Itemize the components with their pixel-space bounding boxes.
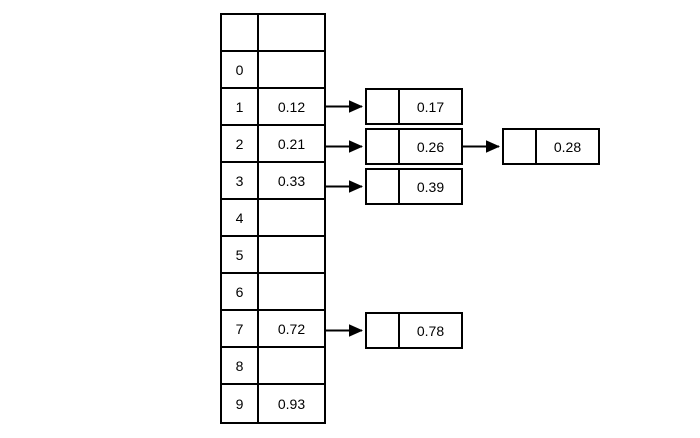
header-value-cell <box>259 15 324 50</box>
bucket-index-5: 5 <box>222 237 259 272</box>
chain-node-017[interactable]: 0.17 <box>365 88 463 125</box>
bucket-row-5[interactable]: 5 <box>222 237 324 274</box>
bucket-row-2[interactable]: 2 0.21 <box>222 126 324 163</box>
bucket-value-1: 0.12 <box>277 98 306 115</box>
bucket-value-6 <box>259 274 324 309</box>
chain-node-039[interactable]: 0.39 <box>365 168 463 205</box>
node-value-cell-039: 0.39 <box>416 178 445 195</box>
chain-node-026[interactable]: 0.26 <box>365 128 463 165</box>
table-header-row <box>222 15 324 52</box>
bucket-value-2: 0.21 <box>277 135 306 152</box>
bucket-index-8: 8 <box>222 348 259 383</box>
bucket-index-3: 3 <box>222 163 259 198</box>
node-pointer-cell-026 <box>367 130 400 163</box>
node-pointer-cell-039 <box>367 170 400 203</box>
bucket-row-0[interactable]: 0 <box>222 52 324 89</box>
bucket-index-4: 4 <box>222 200 259 235</box>
bucket-value-3: 0.33 <box>277 172 306 189</box>
node-pointer-cell-028 <box>504 130 537 163</box>
hash-table: 0 1 0.12 2 0.21 3 0.33 4 5 6 7 <box>220 13 326 424</box>
bucket-index-9: 9 <box>222 385 259 422</box>
chain-node-028[interactable]: 0.28 <box>502 128 600 165</box>
bucket-value-4 <box>259 200 324 235</box>
header-index-cell <box>222 15 259 50</box>
bucket-row-3[interactable]: 3 0.33 <box>222 163 324 200</box>
bucket-row-1[interactable]: 1 0.12 <box>222 89 324 126</box>
node-value-cell-028: 0.28 <box>553 138 582 155</box>
bucket-row-6[interactable]: 6 <box>222 274 324 311</box>
bucket-value-7: 0.72 <box>277 320 306 337</box>
node-value-cell-026: 0.26 <box>416 138 445 155</box>
bucket-value-8 <box>259 348 324 383</box>
bucket-index-1: 1 <box>222 89 259 124</box>
node-pointer-cell-017 <box>367 90 400 123</box>
node-value-cell-017: 0.17 <box>416 98 445 115</box>
bucket-index-7: 7 <box>222 311 259 346</box>
bucket-value-0 <box>259 52 324 87</box>
bucket-index-0: 0 <box>222 52 259 87</box>
bucket-row-9[interactable]: 9 0.93 <box>222 385 324 422</box>
bucket-row-7[interactable]: 7 0.72 <box>222 311 324 348</box>
bucket-row-8[interactable]: 8 <box>222 348 324 385</box>
bucket-row-4[interactable]: 4 <box>222 200 324 237</box>
bucket-index-2: 2 <box>222 126 259 161</box>
bucket-index-6: 6 <box>222 274 259 309</box>
bucket-value-9: 0.93 <box>277 395 306 412</box>
bucket-value-5 <box>259 237 324 272</box>
node-pointer-cell-078 <box>367 314 400 347</box>
node-value-cell-078: 0.78 <box>416 322 445 339</box>
chain-node-078[interactable]: 0.78 <box>365 312 463 349</box>
